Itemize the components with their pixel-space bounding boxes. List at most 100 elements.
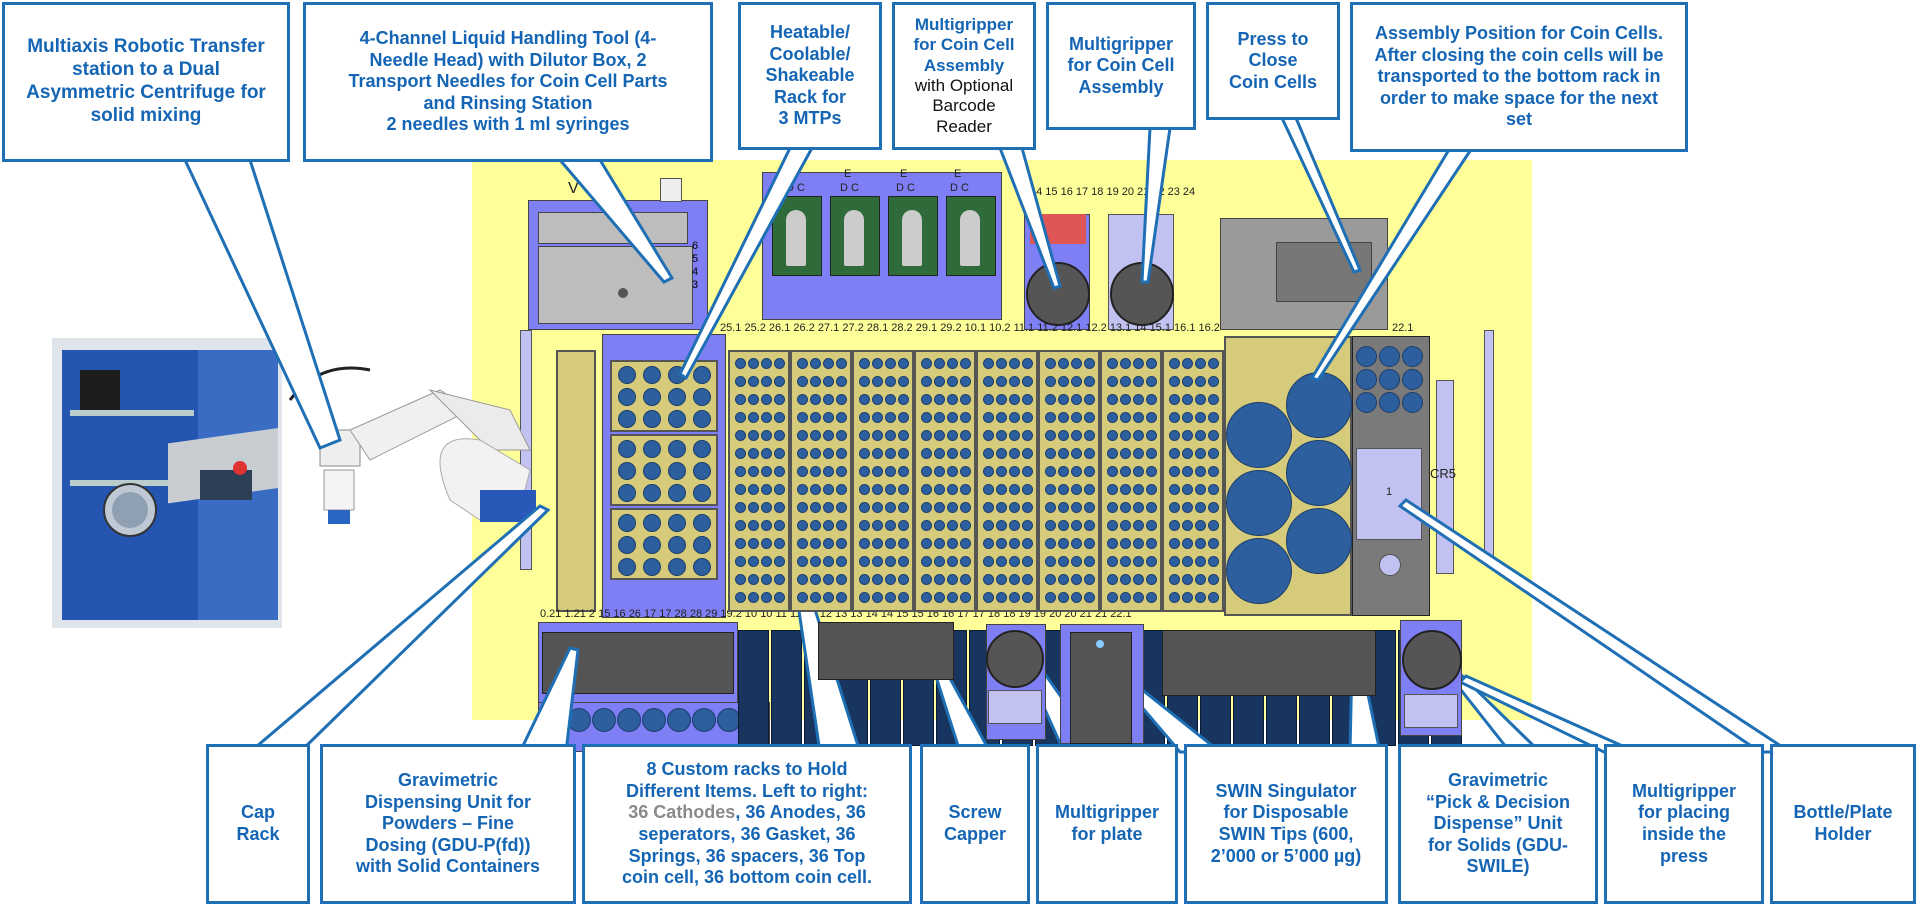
rack-well: [872, 358, 883, 369]
rack-well: [859, 556, 870, 567]
mtp-label-8: D C: [950, 182, 969, 194]
rack-well: [885, 538, 896, 549]
rack-well: [996, 520, 1007, 531]
rack-well: [1133, 466, 1144, 477]
rack-well: [1107, 556, 1118, 567]
rack-well: [810, 358, 821, 369]
mtp-well: [643, 410, 661, 428]
rack-well: [735, 574, 746, 585]
rack-well: [1107, 484, 1118, 495]
rack-well: [1071, 448, 1082, 459]
rack-well: [983, 538, 994, 549]
right-rail-2: [1484, 330, 1494, 560]
rack-well: [1009, 466, 1020, 477]
rack-well: [872, 520, 883, 531]
rack-well: [885, 592, 896, 603]
rack-well: [983, 466, 994, 477]
rack-well: [1133, 538, 1144, 549]
rack-well: [898, 484, 909, 495]
rack-well: [1022, 466, 1033, 477]
rack-well: [859, 430, 870, 441]
rack-well: [836, 484, 847, 495]
rack-well: [735, 484, 746, 495]
rack-well: [810, 592, 821, 603]
rack-well: [797, 394, 808, 405]
rack-well: [823, 592, 834, 603]
rack-well: [1195, 484, 1206, 495]
rack-well: [934, 466, 945, 477]
custom-rack: [976, 350, 1038, 612]
rack-well: [996, 538, 1007, 549]
rack-well: [735, 592, 746, 603]
mtp-well: [693, 484, 711, 502]
mtp-well: [643, 462, 661, 480]
rack-well: [1208, 520, 1219, 531]
rack-well: [983, 556, 994, 567]
rack-well: [1169, 448, 1180, 459]
coin-cell-large-6: [1286, 508, 1352, 574]
rack-well: [774, 358, 785, 369]
rack-well: [735, 358, 746, 369]
rack-well: [823, 358, 834, 369]
rack-well: [960, 376, 971, 387]
rack-well: [859, 394, 870, 405]
rack-well: [1107, 520, 1118, 531]
mtp-well: [618, 366, 636, 384]
mtp-well: [693, 388, 711, 406]
rack-well: [810, 394, 821, 405]
rack-well: [797, 502, 808, 513]
rack-well: [1182, 484, 1193, 495]
rack-well: [960, 430, 971, 441]
rack-well: [947, 394, 958, 405]
rack-well: [859, 574, 870, 585]
rack-well: [1169, 430, 1180, 441]
rack-well: [947, 538, 958, 549]
rack-well: [1058, 538, 1069, 549]
rack-well: [823, 574, 834, 585]
rack-well: [1133, 574, 1144, 585]
rack-well: [1195, 520, 1206, 531]
rack-well: [983, 376, 994, 387]
rack-well: [1022, 574, 1033, 585]
rack-well: [1022, 520, 1033, 531]
rack-well: [1169, 502, 1180, 513]
plate-gripper-slot: [988, 690, 1042, 724]
rack-well: [774, 502, 785, 513]
rack-well: [1022, 502, 1033, 513]
rack-well: [748, 502, 759, 513]
rack-well: [1169, 556, 1180, 567]
small-coin-cell: [1379, 346, 1400, 367]
rack-well: [1208, 592, 1219, 603]
rack-well: [1045, 394, 1056, 405]
rack-well: [859, 484, 870, 495]
rack-well: [735, 394, 746, 405]
rack-well: [934, 394, 945, 405]
rack-well: [810, 484, 821, 495]
rack-well: [761, 592, 772, 603]
rack-well: [735, 520, 746, 531]
rack-well: [859, 502, 870, 513]
rack-well: [1071, 430, 1082, 441]
rack-well: [761, 556, 772, 567]
rack-well: [1208, 430, 1219, 441]
rack-well: [1022, 376, 1033, 387]
rack-well: [1195, 394, 1206, 405]
rack-well: [1107, 394, 1118, 405]
rack-well: [898, 448, 909, 459]
holder-disc: [1379, 554, 1401, 576]
rack-well: [996, 574, 1007, 585]
rack-well: [1133, 394, 1144, 405]
rack-well: [960, 502, 971, 513]
rack-well: [898, 412, 909, 423]
rack-well: [1107, 592, 1118, 603]
rack-well: [960, 358, 971, 369]
rack-well: [921, 574, 932, 585]
rack-well: [1195, 358, 1206, 369]
rack-well: [960, 556, 971, 567]
rack-well: [1045, 376, 1056, 387]
rack-well: [983, 358, 994, 369]
rack-well: [921, 466, 932, 477]
rack-well: [797, 376, 808, 387]
